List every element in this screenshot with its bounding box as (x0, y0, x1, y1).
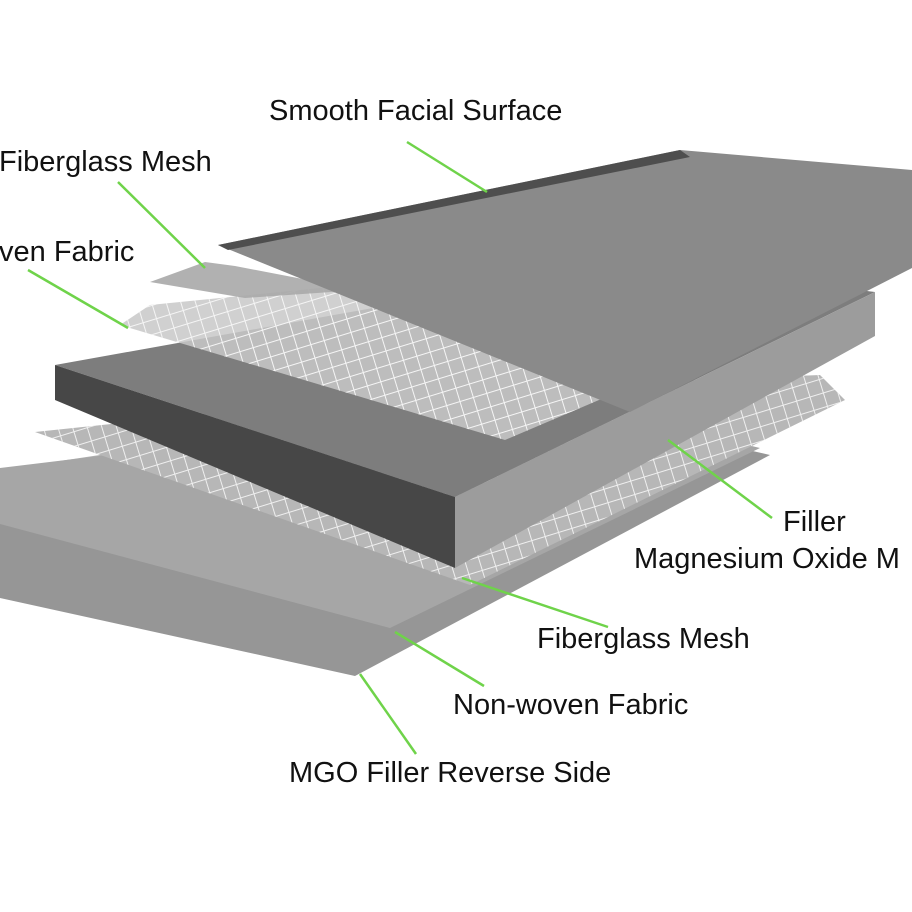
leader-lines (27, 140, 773, 755)
leader-mgo-reverse (358, 673, 418, 755)
leader-smooth-facial-surface (406, 140, 488, 194)
label-top-nonwoven-fabric: ven Fabric (0, 236, 135, 268)
core-board-front (55, 365, 455, 568)
label-bottom-fiberglass-mesh: Fiberglass Mesh (537, 623, 750, 655)
leader-top-nonwoven-fabric (27, 268, 129, 330)
core-board-side (455, 292, 875, 568)
leader-filler (667, 439, 773, 519)
label-mgo-reverse: MGO Filler Reverse Side (289, 757, 612, 789)
leader-top-fiberglass-mesh (117, 181, 206, 269)
leader-bottom-nonwoven-fabric (394, 630, 485, 688)
top-nonwoven-fabric (150, 262, 360, 298)
label-filler: Filler (783, 506, 846, 538)
smooth-facial-surface-edge (218, 150, 690, 250)
leader-bottom-fiberglass-mesh (461, 576, 609, 629)
label-bottom-nonwoven-fabric: Non-woven Fabric (453, 689, 689, 721)
label-magnesium-oxide: Magnesium Oxide M (634, 543, 900, 575)
label-smooth-facial-surface: Smooth Facial Surface (269, 95, 563, 127)
label-top-fiberglass-mesh: Fiberglass Mesh (0, 146, 212, 178)
